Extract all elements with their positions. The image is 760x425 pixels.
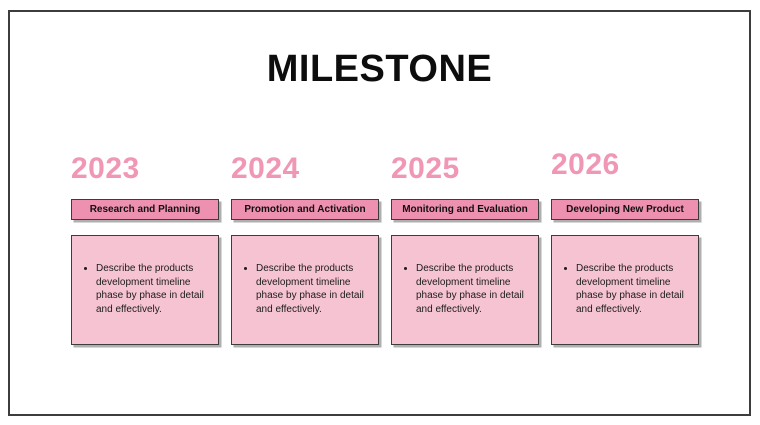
year-label-2026: 2026 bbox=[551, 148, 620, 181]
phase-description-list: Describe the products development timeli… bbox=[561, 262, 690, 316]
slide-frame: MILESTONE 2023 Research and Planning Des… bbox=[8, 10, 751, 416]
phase-header-label: Research and Planning bbox=[89, 204, 201, 215]
phase-description-item: Describe the products development timeli… bbox=[416, 262, 530, 316]
phase-description-list: Describe the products development timeli… bbox=[241, 262, 370, 316]
year-label-2025: 2025 bbox=[391, 152, 460, 185]
phase-description-box-2024: Describe the products development timeli… bbox=[231, 235, 379, 345]
year-label-2023: 2023 bbox=[71, 152, 140, 185]
phase-description-box-2023: Describe the products development timeli… bbox=[71, 235, 219, 345]
phase-header-2023: Research and Planning bbox=[71, 199, 219, 220]
milestone-column-2026: 2026 Developing New Product Describe the… bbox=[551, 150, 699, 345]
phase-description-item: Describe the products development timeli… bbox=[576, 262, 690, 316]
phase-header-2026: Developing New Product bbox=[551, 199, 699, 220]
phase-description-box-2025: Describe the products development timeli… bbox=[391, 235, 539, 345]
phase-description-item: Describe the products development timeli… bbox=[96, 262, 210, 316]
milestone-columns: 2023 Research and Planning Describe the … bbox=[71, 150, 699, 345]
phase-header-label: Developing New Product bbox=[566, 204, 684, 215]
slide-title: MILESTONE bbox=[266, 48, 493, 90]
phase-description-item: Describe the products development timeli… bbox=[256, 262, 370, 316]
milestone-column-2025: 2025 Monitoring and Evaluation Describe … bbox=[391, 154, 539, 345]
milestone-column-2023: 2023 Research and Planning Describe the … bbox=[71, 154, 219, 345]
phase-description-list: Describe the products development timeli… bbox=[401, 262, 530, 316]
milestone-column-2024: 2024 Promotion and Activation Describe t… bbox=[231, 154, 379, 345]
phase-header-label: Monitoring and Evaluation bbox=[402, 204, 528, 215]
year-label-2024: 2024 bbox=[231, 152, 300, 185]
phase-description-list: Describe the products development timeli… bbox=[81, 262, 210, 316]
phase-header-label: Promotion and Activation bbox=[244, 204, 366, 215]
phase-header-2024: Promotion and Activation bbox=[231, 199, 379, 220]
phase-header-2025: Monitoring and Evaluation bbox=[391, 199, 539, 220]
phase-description-box-2026: Describe the products development timeli… bbox=[551, 235, 699, 345]
